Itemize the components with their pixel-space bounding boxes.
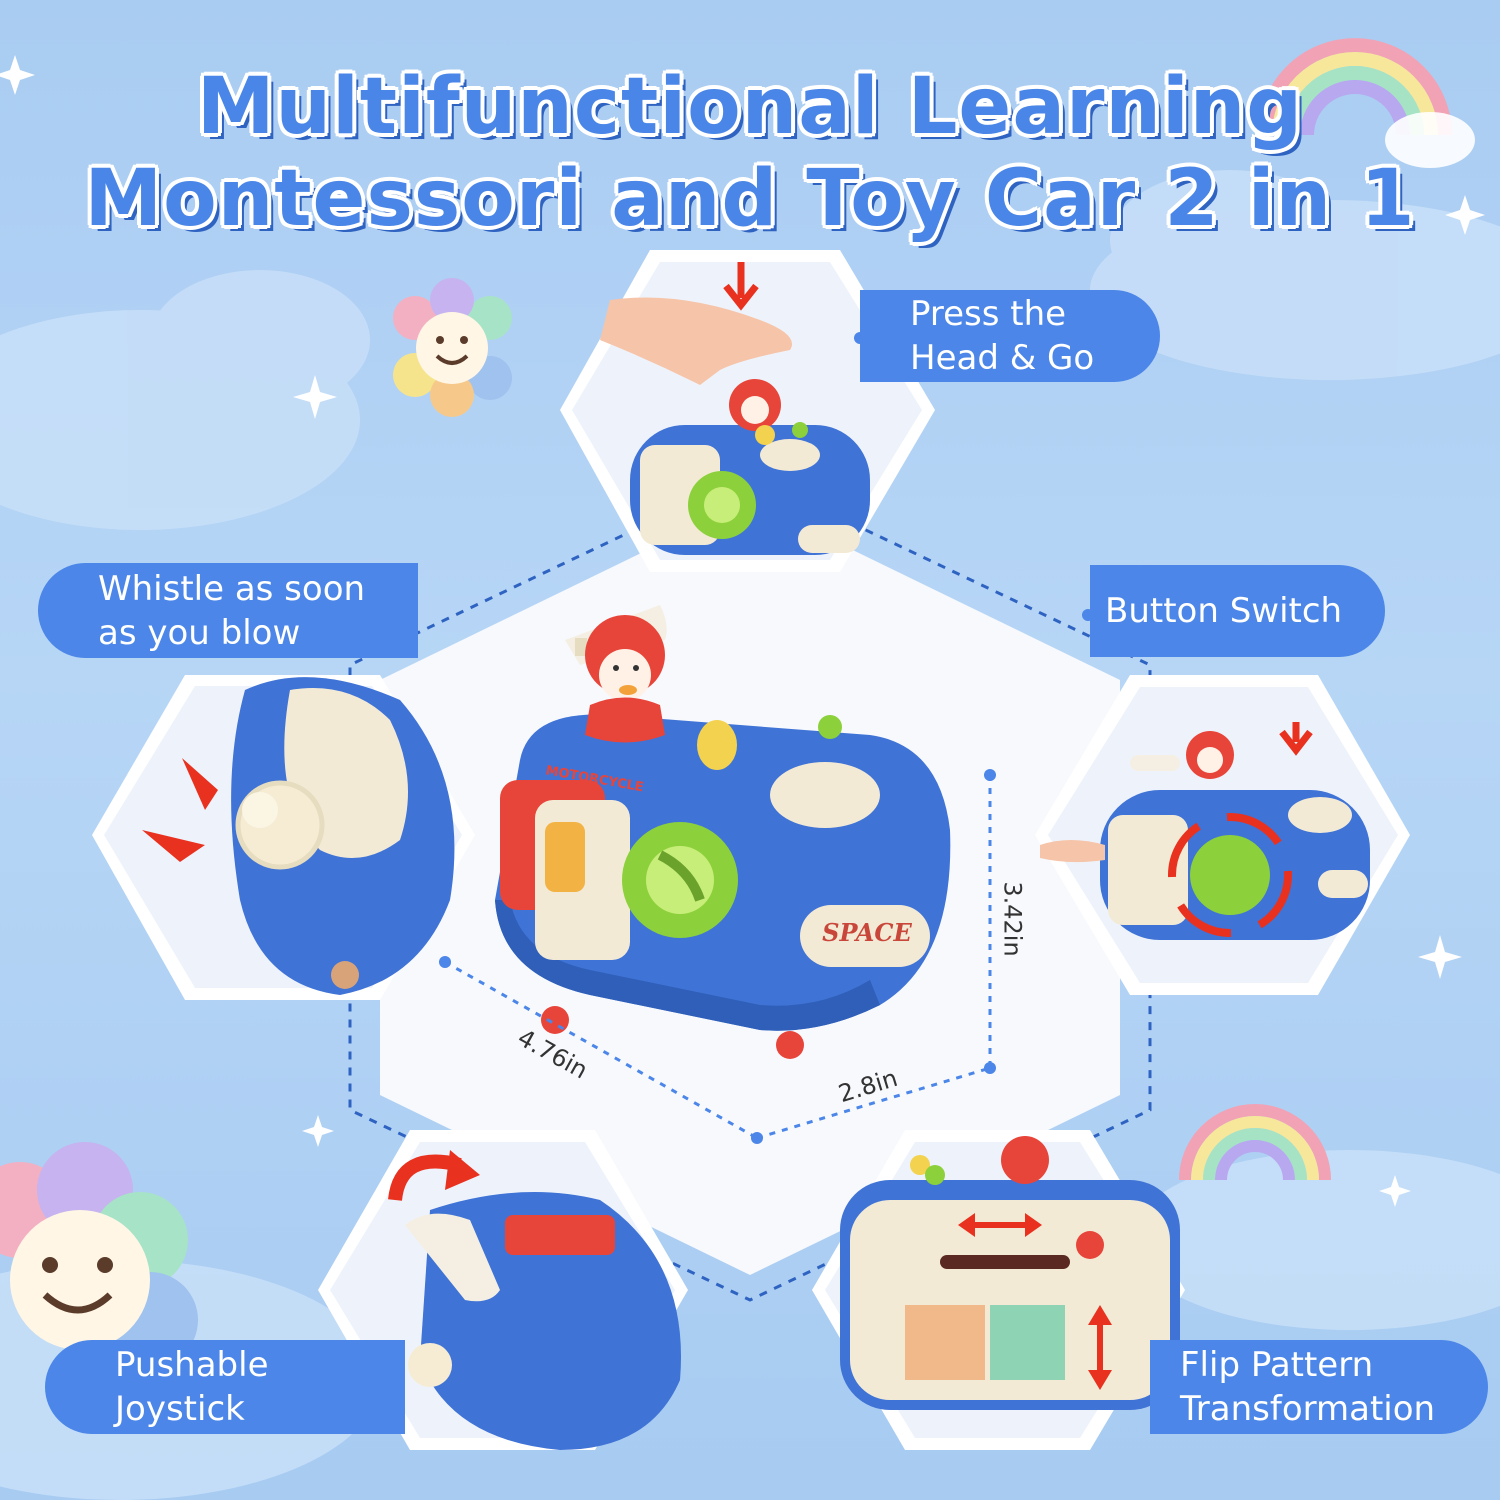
down-arrow-icon <box>1279 722 1313 756</box>
feature-label-press-head: Press the Head & Go <box>860 290 1160 382</box>
page-title-line1: Multifunctional Learning <box>196 62 1304 152</box>
dimension-lines <box>444 775 992 1140</box>
rainbow-icon <box>1258 38 1452 136</box>
feature-hex-bottom-right <box>812 1130 1185 1450</box>
feature-label-whistle: Whistle as soon as you blow <box>38 563 418 658</box>
toy-badge-space: SPACE <box>822 918 912 947</box>
dotted-hexagon <box>348 473 1152 1302</box>
feature-hex-right <box>1035 675 1410 995</box>
rotate-arrow-icon <box>1168 813 1292 937</box>
feature-text: Pushable Joystick <box>115 1345 269 1429</box>
main-toy-car <box>495 605 951 1059</box>
feature-label-flip-pattern: Flip Pattern Transformation <box>1150 1340 1488 1434</box>
feature-text: Whistle as soon as you blow <box>98 568 366 653</box>
smiley-flower-icon <box>0 1142 198 1368</box>
feature-label-button-switch: Button Switch <box>1090 565 1385 657</box>
down-arrow-icon <box>723 262 759 311</box>
feature-text: Press the Head & Go <box>910 294 1095 378</box>
dimension-height-label: 3.42in <box>998 881 1027 957</box>
feature-label-joystick: Pushable Joystick <box>45 1340 405 1434</box>
smiley-flower-icon <box>393 278 512 417</box>
feature-text: Flip Pattern Transformation <box>1180 1345 1436 1429</box>
feature-hex-top <box>560 250 935 572</box>
rainbow-icon <box>1179 1104 1331 1181</box>
feature-hex-bottom-left <box>318 1130 688 1450</box>
feature-hex-left <box>92 675 475 1000</box>
feature-text: Button Switch <box>1105 591 1343 631</box>
page-title-line2: Montessori and Toy Car 2 in 1 <box>84 154 1416 244</box>
